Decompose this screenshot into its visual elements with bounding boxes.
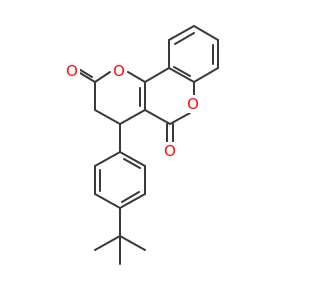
bond	[94, 151, 121, 167]
bond	[193, 25, 219, 41]
bond	[94, 71, 111, 83]
ring-oxygen-label: O	[187, 95, 199, 113]
carbonyl-bond	[79, 72, 96, 83]
bond	[144, 109, 171, 125]
molecule-canvas: O O O O	[64, 25, 219, 265]
bond	[119, 109, 146, 125]
double-bond-inner	[121, 191, 140, 203]
bond	[119, 193, 146, 209]
bond	[144, 67, 170, 83]
bond	[94, 109, 121, 125]
double-bond-inner	[123, 158, 141, 169]
bond	[168, 25, 195, 41]
bond	[94, 235, 121, 251]
bond	[127, 71, 146, 83]
tert-butyl-group	[94, 207, 146, 265]
dihydropyranone-ring	[76, 67, 146, 125]
carbonyl-oxygen-label: O	[66, 62, 78, 80]
bond	[119, 151, 146, 167]
phenyl-ring	[94, 123, 146, 209]
double-bond-inner	[173, 66, 191, 77]
molecule-structure: O O O O	[64, 25, 219, 265]
atom-labels: O O O O	[64, 62, 201, 160]
bond	[94, 193, 121, 209]
bond	[168, 67, 195, 83]
carbonyl-oxygen-label: O	[164, 142, 176, 160]
coumarin-lactone-ring	[144, 67, 195, 143]
bond	[119, 235, 146, 251]
bond	[169, 112, 191, 125]
double-bond-inner	[174, 32, 195, 45]
bond	[193, 67, 219, 83]
ring-oxygen-label: O	[113, 62, 125, 80]
benzo-ring	[168, 25, 219, 83]
